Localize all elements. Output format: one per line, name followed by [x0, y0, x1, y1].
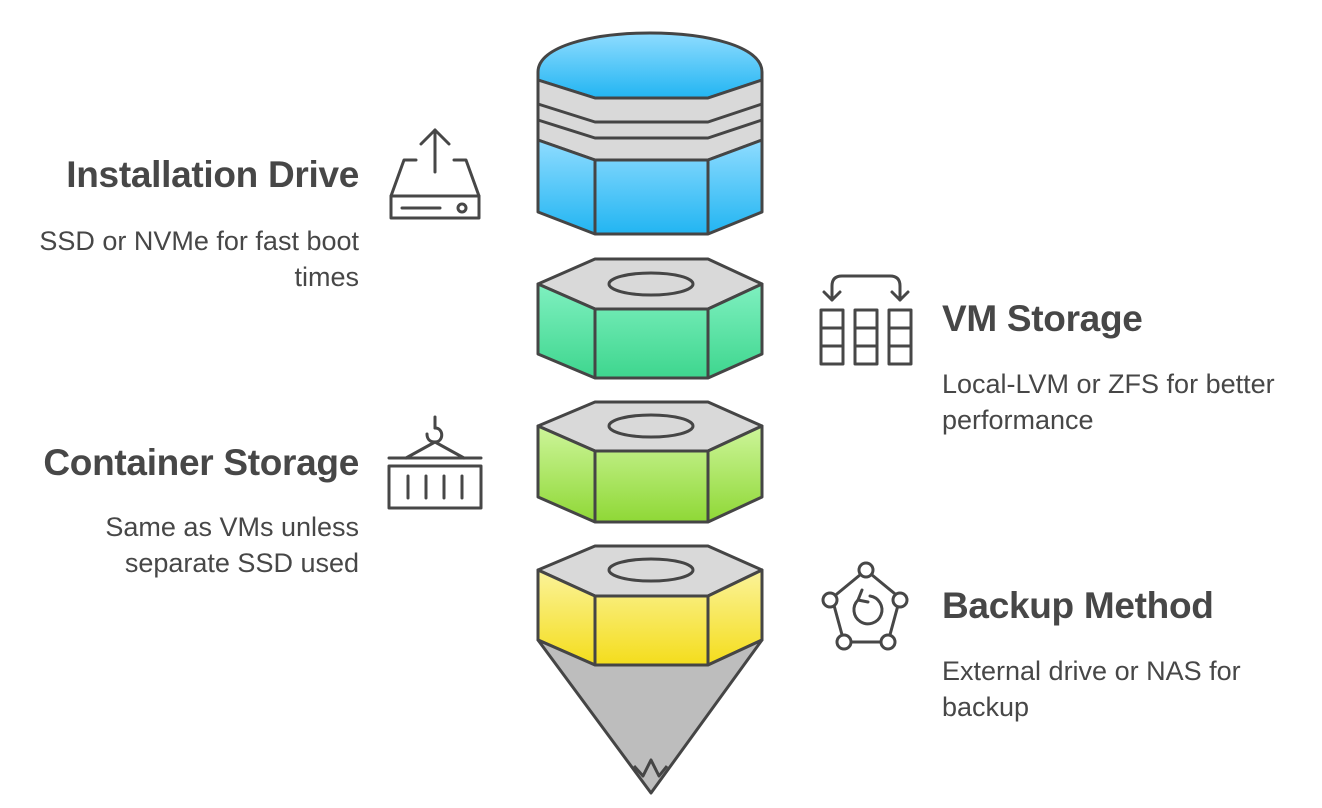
container-storage-description: Same as VMs unless separate SSD used — [105, 512, 359, 578]
installation-drive-segment — [536, 31, 764, 236]
backup-method-title: Backup Method — [942, 585, 1214, 626]
installation-drive-description: SSD or NVMe for fast boot times — [39, 226, 359, 292]
shipping-container-icon — [387, 415, 483, 510]
container-storage-segment — [536, 400, 764, 524]
vm-storage-segment — [536, 257, 764, 380]
backup-network-icon — [821, 561, 909, 651]
hard-drive-upload-icon — [389, 128, 481, 220]
grid-swap-icon — [819, 274, 913, 366]
container-storage-title: Container Storage — [43, 442, 359, 483]
vm-storage-description: Local-LVM or ZFS for better performance — [942, 369, 1275, 435]
installation-drive-title: Installation Drive — [66, 154, 359, 195]
backup-method-segment — [536, 544, 764, 795]
backup-method-description: External drive or NAS for backup — [942, 656, 1241, 722]
vm-storage-title: VM Storage — [942, 298, 1143, 339]
